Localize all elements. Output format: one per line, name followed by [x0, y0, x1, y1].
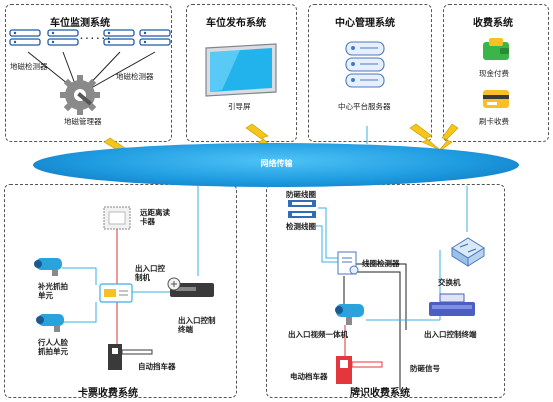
server-icon: [345, 41, 385, 88]
detector-label-left: 地磁检测器: [10, 62, 48, 71]
plate-barrier-label: 电动档车器: [290, 372, 328, 381]
controller-label: 出入口控制机: [135, 264, 165, 282]
terminal-icon: [167, 277, 214, 297]
ticket-barrier-label: 自动挡车器: [138, 362, 176, 371]
card-reader-label: 远距离读卡器: [140, 208, 170, 226]
detector-icon: [103, 29, 135, 46]
detect-coil-label: 检测线圈: [286, 222, 316, 231]
anti-coil-icon: [288, 200, 316, 207]
network-label: 网络传输: [260, 159, 293, 168]
coil-detector-label: 线圈检测器: [362, 259, 400, 268]
detector-icon: [47, 29, 79, 46]
face-camera-label: 行人人脸抓拍单元: [38, 338, 68, 356]
camera-icon: [335, 304, 364, 325]
ticket-wiring: [62, 218, 170, 355]
terminal-icon: [429, 293, 475, 316]
detector-icon: [139, 29, 171, 46]
detector-dots: · · · · · ·: [80, 34, 111, 43]
payment-panel: [443, 4, 549, 142]
anti-coil-label: 防砸线圈: [286, 190, 316, 199]
barrier-icon: [108, 344, 153, 370]
switch-icon: [451, 237, 485, 267]
cash-label: 现金付费: [479, 69, 509, 78]
camera-icon: [36, 314, 64, 332]
video-unit-label: 出入口视频一体机: [288, 330, 348, 339]
card-reader-icon: [103, 206, 131, 230]
plate-system-title: 牌识收费系统: [350, 388, 410, 399]
signal-label: 防砸信号: [410, 364, 440, 373]
plate-terminal-label: 出入口控制终端: [424, 330, 477, 339]
guide-screen-icon: [205, 43, 277, 97]
guide-screen-label: 引导屏: [228, 102, 251, 111]
central-title: 中心管理系统: [335, 18, 395, 29]
switch-label: 交换机: [438, 278, 461, 287]
ticket-terminal-label: 出入口控制终端: [178, 316, 216, 334]
coil-detector-icon: [337, 251, 359, 275]
ticket-system-title: 卡票收费系统: [78, 388, 138, 399]
barrier-icon: [336, 356, 383, 384]
publishing-panel: [186, 4, 297, 142]
controller-icon: [99, 283, 133, 303]
payment-title: 收费系统: [473, 18, 513, 29]
ticket-system-panel: [4, 184, 237, 398]
detector-icon: [9, 29, 41, 46]
detector-label-right: 地磁检测器: [116, 72, 154, 81]
publishing-title: 车位发布系统: [206, 18, 266, 29]
camera-icon: [34, 258, 62, 276]
server-label: 中心平台服务器: [338, 102, 391, 111]
gear-icon: [60, 75, 100, 115]
card-icon: [483, 90, 509, 108]
light-camera-label: 补光抓拍单元: [38, 282, 68, 300]
monitoring-title: 车位监测系统: [50, 18, 110, 29]
network-ellipse: [33, 143, 519, 187]
card-label: 刷卡收费: [479, 117, 509, 126]
plate-wiring: [316, 207, 441, 390]
central-panel: [308, 4, 432, 142]
detect-coil-icon: [288, 211, 316, 218]
monitoring-panel: [5, 4, 172, 142]
wallet-icon: [483, 38, 509, 60]
manager-label: 地磁管理器: [64, 117, 102, 126]
